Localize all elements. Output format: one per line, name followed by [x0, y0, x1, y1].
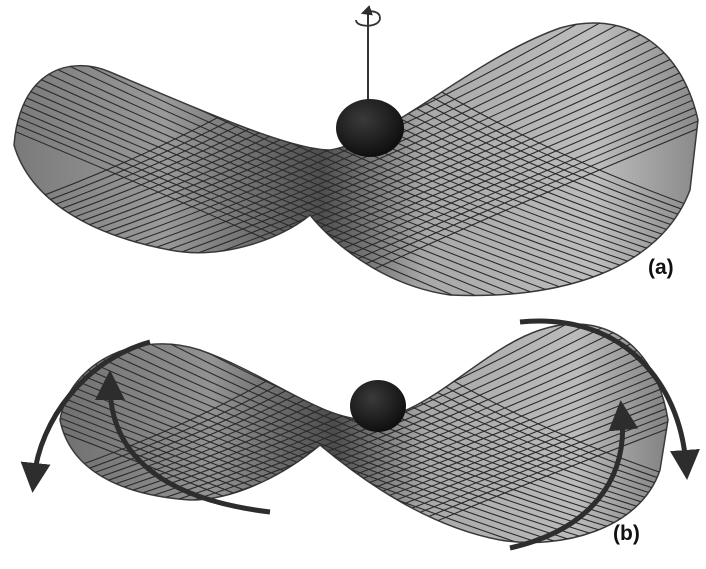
panel-a: (a) [0, 0, 706, 300]
ball-a [336, 99, 404, 157]
panel-b: (b) [0, 310, 706, 560]
panel-label-b: (b) [613, 522, 640, 545]
panel-label-a: (a) [648, 256, 674, 279]
ball-b [350, 380, 406, 432]
